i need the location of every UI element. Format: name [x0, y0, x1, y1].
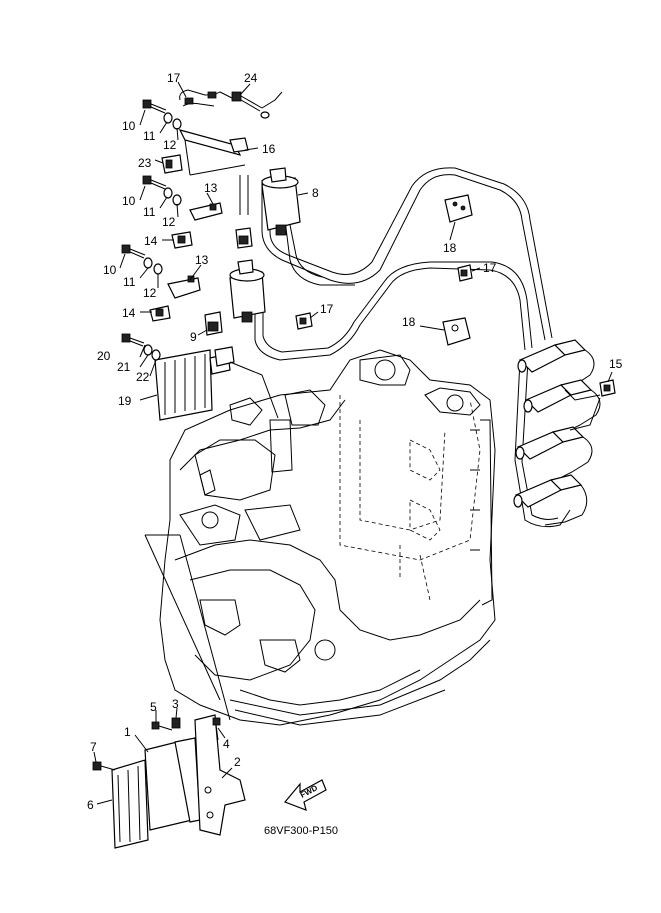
- washer-11-lower: [143, 257, 153, 269]
- lower-assembly: [92, 534, 246, 849]
- callout-17-right: 15: [609, 357, 623, 371]
- callout-3: 3: [172, 697, 179, 711]
- part-3-grommet: [171, 717, 181, 729]
- coil-connector-lower: [204, 311, 223, 336]
- callout-4: 4: [223, 737, 230, 751]
- callout-15: 16: [262, 142, 276, 156]
- ignition-coil-lower: [229, 259, 266, 323]
- clip-17-middle: [295, 312, 313, 330]
- holder-23: [161, 154, 183, 174]
- callout-6: 6: [87, 798, 94, 812]
- holder-18-upper: [444, 194, 473, 223]
- washer-11-upper: [163, 112, 173, 124]
- bolt-20: [121, 333, 145, 347]
- engine-block: [159, 349, 496, 726]
- callout-10-upper: 10: [122, 119, 136, 133]
- callout-1: 1: [124, 725, 131, 739]
- bracket-15: [178, 129, 249, 176]
- callout-7: 7: [90, 740, 97, 754]
- callout-14-lower: 14: [122, 306, 136, 320]
- callout-2: 2: [234, 755, 241, 769]
- holder-14-upper: [171, 231, 193, 249]
- part-2-bracket: [194, 714, 246, 836]
- rectifier-regulator-19: [154, 346, 279, 421]
- callout-12-lower: 12: [143, 286, 157, 300]
- bolt-10-upper: [142, 99, 167, 114]
- part-4-bolt: [212, 717, 221, 741]
- callout-12-middle: 12: [162, 215, 176, 229]
- coil-connector-upper: [235, 227, 253, 249]
- callout-9: 9: [190, 330, 197, 344]
- holder-14-lower: [149, 305, 171, 322]
- callout-11-upper: 11: [143, 129, 156, 143]
- callout-16: 17: [167, 71, 181, 85]
- callout-18-upper: 18: [443, 241, 457, 255]
- callout-5: 5: [150, 700, 157, 714]
- washer-12-lower: [153, 263, 163, 275]
- drawing-code-caption: 68VF300-P150: [264, 825, 338, 837]
- callout-19: 19: [118, 394, 132, 408]
- callout-13-lower: 13: [195, 253, 209, 267]
- bracket-13-lower: [167, 275, 201, 299]
- callout-10-middle: 10: [122, 194, 136, 208]
- bolt-10-middle: [142, 175, 167, 190]
- part-6-cover: [111, 759, 149, 849]
- callout-17-middle: 17: [320, 302, 334, 316]
- spark-plug-cap-3: [515, 426, 593, 478]
- callout-12-upper: 12: [163, 138, 177, 152]
- washer-21: [143, 344, 153, 356]
- clip-17-right: [599, 379, 616, 397]
- leader-lines: [93, 81, 613, 805]
- callout-8: 8: [312, 186, 319, 200]
- callout-14-upper: 14: [144, 234, 158, 248]
- ignition-coil-upper: [261, 167, 301, 236]
- callout-21: 21: [117, 360, 131, 374]
- bracket-13-upper: [189, 202, 223, 221]
- callout-20: 20: [97, 349, 111, 363]
- callout-10-lower: 10: [103, 263, 117, 277]
- washer-11-middle: [163, 187, 173, 199]
- washer-22: [151, 349, 161, 361]
- bolt-10-lower: [121, 244, 146, 259]
- spark-plug-cap-2: [523, 379, 601, 431]
- spark-plug-cap-4: [513, 474, 588, 526]
- callout-17-top: 17: [483, 261, 497, 275]
- callout-18-lower: 18: [402, 315, 416, 329]
- washer-12-middle: [172, 194, 182, 206]
- part-1-module: [144, 737, 201, 831]
- part-5-bolt: [151, 721, 173, 731]
- wire-lead-16: [179, 89, 233, 107]
- spark-plug-cap-1: [517, 339, 595, 391]
- holder-18-lower: [442, 317, 471, 346]
- callout-11-lower: 11: [123, 275, 136, 289]
- callout-11-middle: 11: [143, 205, 156, 219]
- washer-12-upper: [172, 118, 182, 130]
- ignition-wires: [239, 167, 601, 528]
- callout-22: 22: [136, 370, 150, 384]
- part-7-bolt: [92, 761, 116, 771]
- bolt-24: [231, 91, 283, 119]
- callout-23: 23: [138, 156, 152, 170]
- clip-17-top: [457, 264, 473, 282]
- callout-13-upper: 13: [204, 181, 218, 195]
- forward-arrow-icon: FWD: [284, 779, 327, 811]
- callout-24: 24: [244, 71, 258, 85]
- callout-labels: 17 24 10 11 12 16 23 13 8 10 11 12 14 18…: [87, 71, 623, 812]
